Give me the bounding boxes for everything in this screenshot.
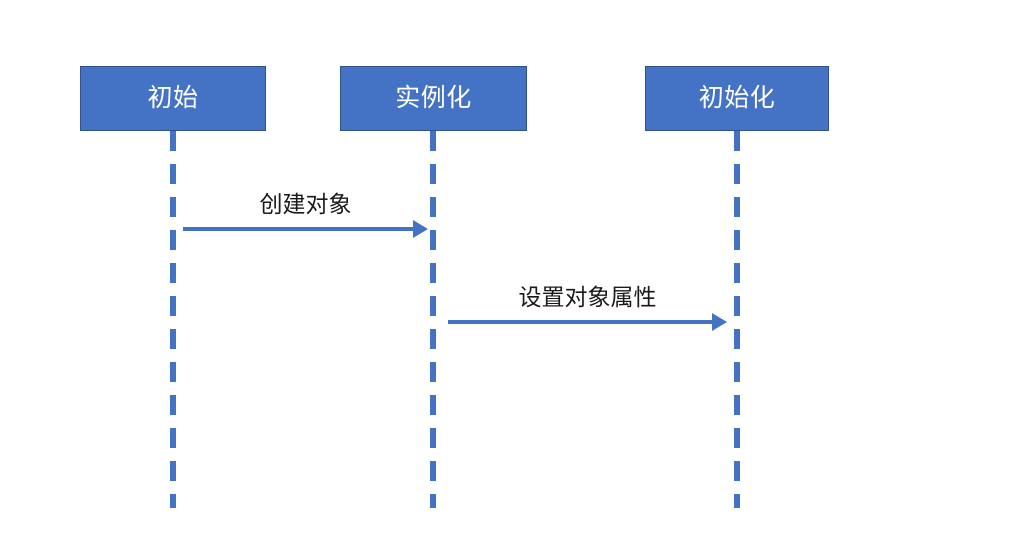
message-line-create-object[interactable] [183, 227, 413, 231]
message-line-set-object-properties[interactable] [448, 320, 712, 324]
participant-box-initialize[interactable]: 初始化 [645, 66, 829, 131]
participant-box-init[interactable]: 初始 [80, 66, 266, 131]
message-arrowhead-create-object [413, 220, 428, 238]
message-label-set-object-properties: 设置对象属性 [518, 284, 657, 310]
lifeline-instantiate [430, 131, 436, 508]
participant-label-instantiate: 实例化 [395, 84, 472, 112]
participant-box-instantiate[interactable]: 实例化 [340, 66, 527, 131]
message-arrowhead-set-object-properties [712, 313, 727, 331]
lifeline-initialize [734, 131, 740, 508]
participant-label-init: 初始 [147, 84, 199, 112]
message-label-create-object: 创建对象 [259, 191, 352, 217]
lifeline-init [170, 131, 176, 508]
participant-label-initialize: 初始化 [698, 84, 776, 112]
